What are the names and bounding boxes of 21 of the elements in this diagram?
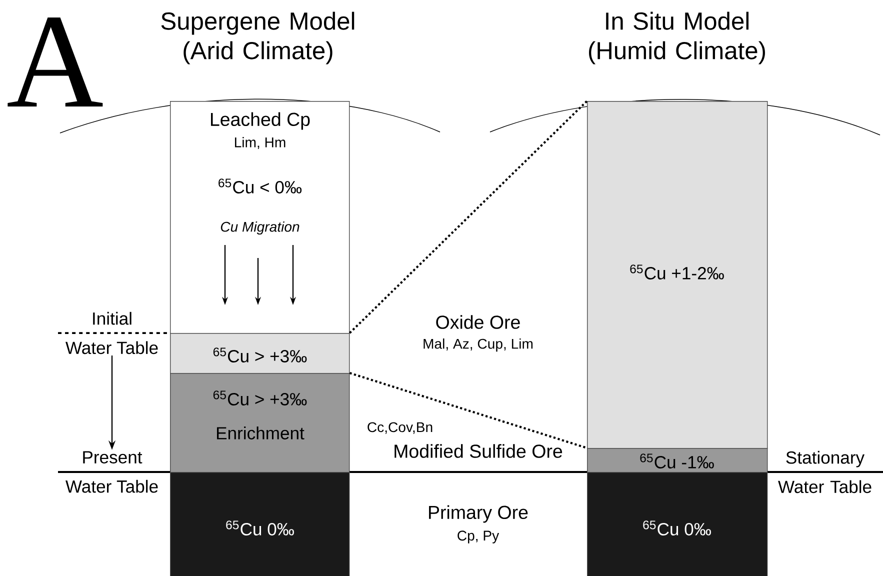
mineral-list: Mal, Az, Cup, Lim	[424, 338, 533, 352]
big-letter: A	[8, 18, 103, 106]
layer-box: $^{65}$Cu 0‰	[170, 472, 350, 576]
layer-box: $^{65}$Cu 0‰	[587, 472, 768, 576]
water-table-label: Present Water Table	[66, 451, 158, 493]
water-table-label: Stationary Water Table	[778, 450, 872, 494]
title: Supergene Model (Arid Climate)	[161, 12, 354, 64]
layer-box: $^{65}$Cu -1‰	[587, 448, 768, 473]
layer-box: $^{65}$Cu > +3‰	[170, 333, 350, 374]
dotted-connector	[349, 372, 588, 450]
title: In Situ Model (Humid Climate)	[589, 12, 765, 64]
layer-box: Leached Cp Lim, Hm $^{65}$Cu < 0‰ Cu Migration	[170, 101, 350, 334]
layer-box: $^{65}$Cu +1-2‰	[587, 101, 768, 449]
region-label: Modified Sulfide Ore	[394, 444, 562, 458]
region-label: Primary Ore	[429, 505, 528, 523]
region-label: Oxide Ore	[436, 315, 520, 329]
layer-box: $^{65}$Cu > +3‰ Enrichment	[170, 373, 350, 473]
mineral-list: Cp, Py	[458, 530, 500, 544]
water-table-label: Initial Water Table	[66, 312, 158, 354]
dotted-connector	[348, 100, 588, 334]
mineral-list: Cc,Cov,Bn	[368, 422, 432, 434]
